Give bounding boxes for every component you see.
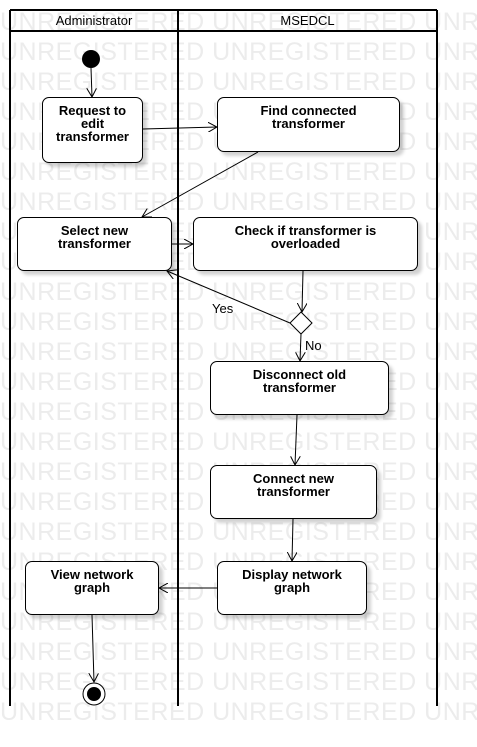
guard-yes-label: Yes: [212, 301, 234, 316]
decision-node: [289, 311, 313, 335]
edge-decision-no-to-disconnect: [300, 333, 301, 361]
edge-request-to-find: [142, 127, 217, 129]
node-disconnect-old: Disconnect old transformer: [210, 361, 389, 415]
edge-connect-to-display: [292, 518, 293, 561]
edge-decision-yes-to-select: [167, 271, 291, 324]
initial-node: [82, 50, 100, 68]
node-request-edit: Request to edit transformer: [42, 97, 143, 163]
final-node: [82, 682, 106, 706]
node-select-new: Select new transformer: [17, 217, 172, 271]
edge-start-to-request: [91, 67, 92, 97]
node-display-graph: Display network graph: [217, 561, 367, 615]
lane-header-msedcl: MSEDCL: [280, 13, 335, 28]
edge-check-to-decision: [302, 270, 303, 312]
guard-no-label: No: [305, 338, 322, 353]
edge-disconnect-to-connect: [295, 414, 297, 465]
node-view-graph: View network graph: [25, 561, 159, 615]
node-find-connected: Find connected transformer: [217, 97, 400, 152]
node-check-overloaded: Check if transformer is overloaded: [193, 217, 418, 271]
edge-view-to-final: [92, 614, 94, 682]
swimlane-frame: [9, 9, 438, 706]
edge-find-to-select: [142, 151, 259, 217]
node-connect-new: Connect new transformer: [210, 465, 377, 519]
lane-header-administrator: Administrator: [55, 13, 133, 28]
